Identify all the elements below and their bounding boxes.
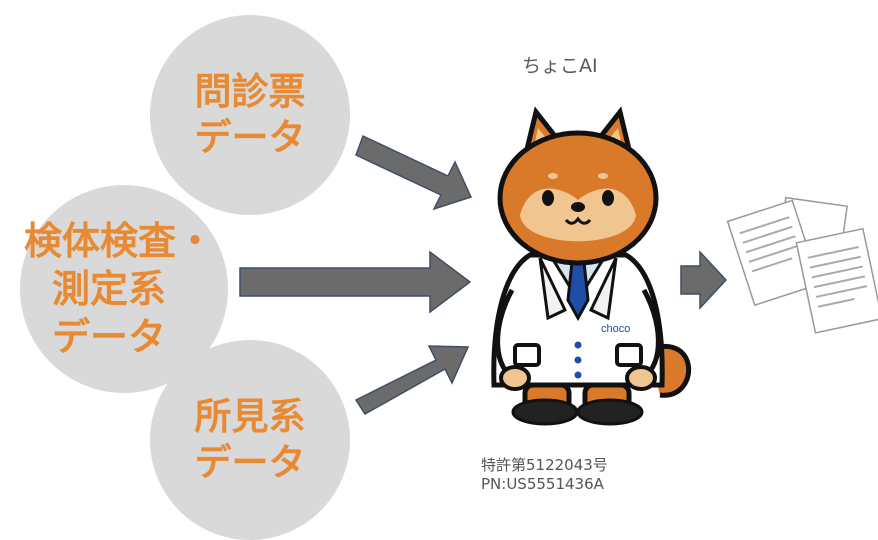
questionnaire-line1: 問診票: [194, 70, 306, 113]
input-circle-questionnaire: 問診票 データ: [150, 15, 350, 215]
ai-name-label: ちょこAI: [522, 55, 598, 77]
output-documents-icon: [726, 196, 878, 334]
questionnaire-line2: データ: [194, 116, 306, 159]
specimen-line1: 検体検査・: [23, 219, 214, 263]
patent-info: 特許第5122043号 PN:US5551436A: [481, 456, 608, 494]
patent-us: PN:US5551436A: [481, 475, 604, 493]
coat-label: choco: [601, 323, 630, 335]
arrow-output: [680, 250, 728, 310]
patent-jp: 特許第5122043号: [481, 456, 608, 474]
arrow-specimen: [239, 250, 472, 314]
input-circle-findings: 所見系 データ: [150, 340, 350, 540]
findings-line1: 所見系: [194, 395, 306, 438]
arrow-questionnaire: [355, 134, 473, 211]
arrow-findings: [354, 345, 470, 416]
specimen-line2: 測定系: [51, 267, 166, 311]
findings-line2: データ: [194, 441, 306, 484]
specimen-line3: データ: [51, 315, 166, 359]
mascot-dog-doctor: choco: [491, 106, 692, 426]
